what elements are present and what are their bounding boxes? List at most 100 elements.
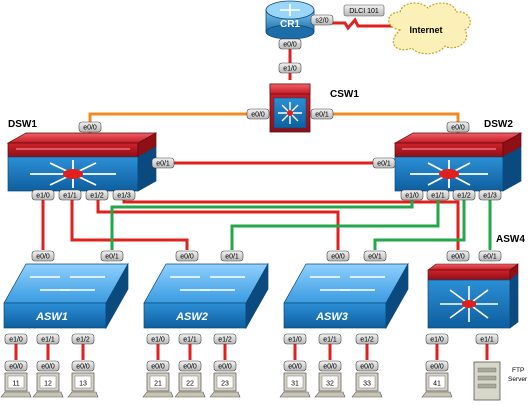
port-label-asw3-e10: e1/0: [283, 333, 307, 345]
pc-port-label: e0/0: [218, 364, 232, 371]
ftp-server[interactable]: [473, 361, 501, 401]
pc-31[interactable]: e0/031: [279, 360, 311, 398]
asw3-switch[interactable]: ASW3: [283, 262, 409, 330]
port-label-asw4-e11: e1/1: [475, 333, 499, 345]
svg-text:e0/0: e0/0: [83, 125, 97, 132]
svg-text:e1/0: e1/0: [283, 66, 297, 73]
svg-text:e1/1: e1/1: [41, 337, 55, 344]
svg-text:e1/0: e1/0: [430, 337, 444, 344]
pc-22[interactable]: e0/022: [174, 360, 206, 398]
dsw1-switch[interactable]: [6, 132, 158, 192]
asw1-switch[interactable]: ASW1: [3, 262, 129, 330]
port-label-dsw2-e13: e1/3: [478, 189, 502, 201]
pc-port-label: e0/0: [360, 364, 374, 371]
svg-text:e0/0: e0/0: [251, 112, 265, 119]
pc-port-label: e0/0: [288, 364, 302, 371]
port-label-asw2-e10: e1/0: [146, 333, 170, 345]
port-label-asw4-e00: e0/0: [446, 250, 470, 262]
asw4-switch[interactable]: [427, 263, 519, 329]
port-label-asw1-e12: e1/2: [71, 333, 95, 345]
svg-text:e0/1: e0/1: [156, 161, 170, 168]
port-label-cr1-e00: e0/0: [278, 38, 302, 50]
svg-text:e1/0: e1/0: [151, 337, 165, 344]
csw1-label: CSW1: [330, 89, 359, 100]
ftp-label: FTP Server: [508, 367, 528, 383]
dsw2-switch[interactable]: [393, 132, 523, 192]
dsw1-label: DSW1: [8, 119, 37, 130]
port-label-dsw1-e13: e1/3: [112, 189, 136, 201]
svg-text:e1/3: e1/3: [483, 193, 497, 200]
svg-text:e1/0: e1/0: [9, 337, 23, 344]
svg-text:e0/0: e0/0: [283, 42, 297, 49]
svg-text:e1/2: e1/2: [90, 193, 104, 200]
port-label-cr1-s20: s2/0: [310, 14, 334, 26]
svg-text:e0/0: e0/0: [180, 254, 194, 261]
serial-link-cr1-internet: [328, 17, 395, 31]
svg-text:e1/1: e1/1: [183, 337, 197, 344]
csw1-switch[interactable]: [269, 83, 311, 133]
cr1-router[interactable]: CR1: [265, 0, 315, 40]
cr1-label: CR1: [280, 19, 300, 30]
link-dsw1-asw3: [96, 197, 340, 250]
port-label-dsw1-e10: e1/0: [31, 189, 55, 201]
pcs: e0/011e0/012e0/013e0/021e0/022e0/023e0/0…: [0, 360, 453, 398]
link-dsw1-asw2: [70, 197, 189, 250]
svg-text:e1/2: e1/2: [218, 337, 232, 344]
port-label-dsw2-e12: e1/2: [452, 189, 476, 201]
pc-41[interactable]: e0/0 41: [421, 360, 453, 398]
pc-33[interactable]: e0/0 33: [351, 360, 383, 398]
asw3-label: ASW3: [315, 311, 348, 323]
link-dsw2-asw3: [373, 197, 466, 250]
svg-text:e0/1: e0/1: [105, 254, 119, 261]
port-label-asw3-e11: e1/1: [318, 333, 342, 345]
svg-text:e0/1: e0/1: [315, 112, 329, 119]
pc-label: 32: [326, 381, 334, 388]
pc-port-label: e0/0: [9, 364, 23, 371]
svg-text:e1/1: e1/1: [63, 193, 77, 200]
port-label-asw2-e12: e1/2: [213, 333, 237, 345]
svg-text:e0/0: e0/0: [451, 125, 465, 132]
internet-label: Internet: [409, 25, 442, 35]
link-csw1-dsw1: [88, 112, 266, 135]
svg-text:e0/1: e0/1: [377, 161, 391, 168]
pc-label: 13: [79, 381, 87, 388]
port-label-dsw1-e11: e1/1: [58, 189, 82, 201]
pc-port-label: e0/0: [323, 364, 337, 371]
port-label-asw2-e01: e0/1: [220, 250, 244, 262]
switch-arrows-icon: [310, 276, 385, 291]
svg-text:e1/0: e1/0: [405, 193, 419, 200]
port-label-dsw2-e11: e1/1: [426, 189, 450, 201]
svg-text:e0/0: e0/0: [331, 254, 345, 261]
port-label-csw1-e00: e0/0: [246, 108, 270, 120]
port-label-csw1-e01: e0/1: [310, 108, 334, 120]
port-label-asw1-e00: e0/0: [31, 250, 55, 262]
pc-label: 33: [363, 381, 371, 388]
pc-21[interactable]: e0/0 21: [142, 360, 174, 398]
pc-port-label: e0/0: [151, 364, 165, 371]
pc-port-label: e0/0: [430, 364, 444, 371]
pc-32[interactable]: e0/0 32: [314, 360, 346, 398]
svg-text:e1/1: e1/1: [431, 193, 445, 200]
svg-text:e0/1: e0/1: [225, 254, 239, 261]
svg-text:e0/0: e0/0: [36, 254, 50, 261]
asw2-switch[interactable]: ASW2: [143, 262, 269, 330]
pc-label: 12: [44, 381, 52, 388]
pc-label: 11: [12, 381, 19, 388]
pc-13[interactable]: e0/013: [67, 360, 99, 398]
pc-label: 23: [221, 381, 229, 388]
port-label-dsw1-e12: e1/2: [85, 189, 109, 201]
port-label-asw1-e11: e1/1: [36, 333, 60, 345]
svg-text:e1/2: e1/2: [360, 337, 374, 344]
svg-text:e1/1: e1/1: [323, 337, 337, 344]
asw1-label: ASW1: [35, 311, 68, 323]
pc-12[interactable]: e0/012: [32, 360, 64, 398]
pc-label: 21: [154, 381, 162, 388]
pc-23[interactable]: e0/0 23: [209, 360, 241, 398]
port-label-asw3-e01: e0/1: [363, 250, 387, 262]
svg-text:e1/2: e1/2: [76, 337, 90, 344]
port-label-asw3-e00: e0/0: [326, 250, 350, 262]
pc-11[interactable]: e0/0 11: [0, 360, 32, 398]
links: [14, 17, 492, 360]
pc-label: 41: [433, 381, 441, 388]
